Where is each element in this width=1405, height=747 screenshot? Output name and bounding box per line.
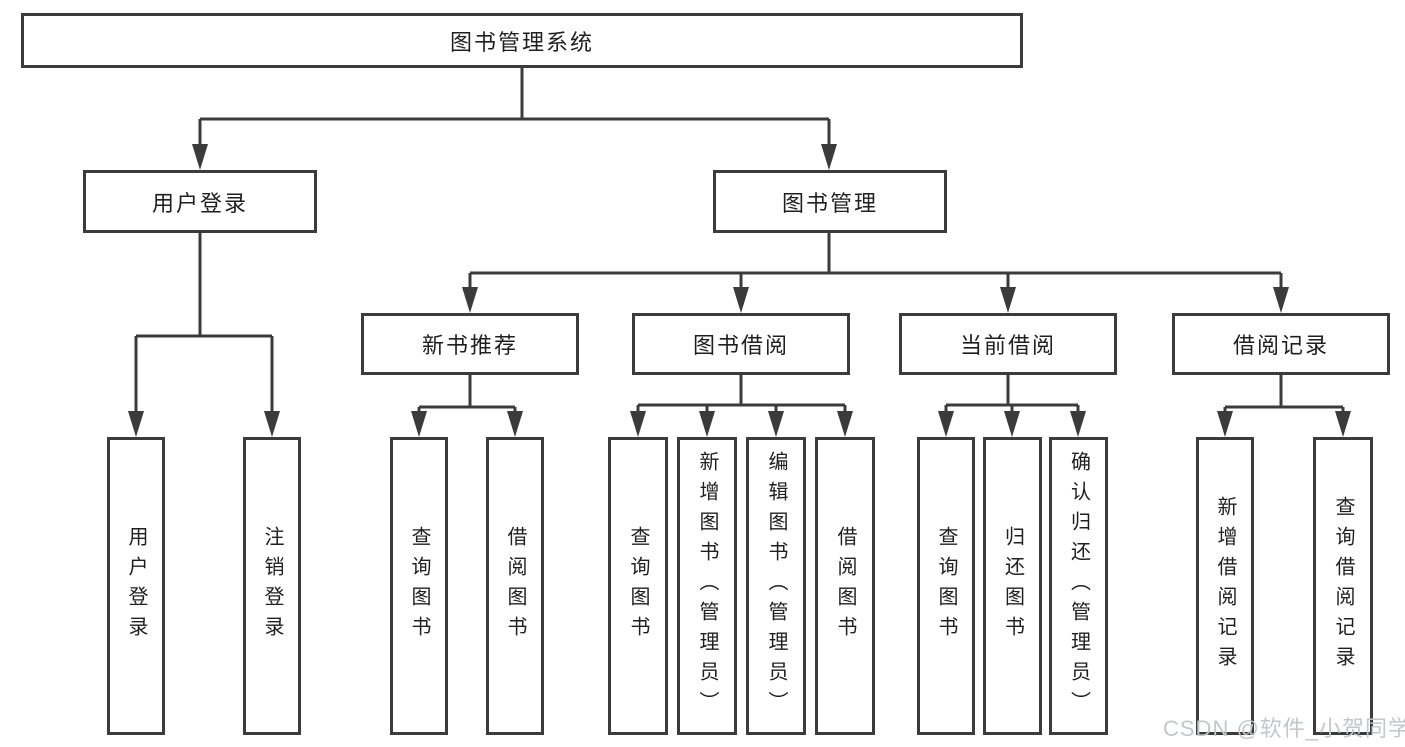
arrowhead-icon [507, 411, 523, 437]
node-new-book-recommendation: 新书推荐 [361, 313, 579, 375]
node-label: 用户登录 [125, 526, 147, 646]
arrowhead-icon [733, 287, 749, 313]
leaf-cb-return-books: 归还图书 [983, 437, 1042, 735]
node-label: 当前借阅 [959, 333, 1056, 358]
leaf-bb-add-books-admin: 新增图书（管理员） [677, 437, 737, 735]
node-label: 图书管理系统 [449, 29, 594, 55]
arrowhead-icon [768, 411, 784, 437]
leaf-logout: 注销登录 [243, 437, 301, 735]
arrowhead-icon [1335, 411, 1351, 437]
arrowhead-icon [821, 144, 837, 170]
node-label: 查询图书 [627, 526, 649, 646]
arrowhead-icon [938, 411, 954, 437]
node-label: 查询图书 [408, 526, 430, 646]
arrowhead-icon [1000, 287, 1016, 313]
arrowhead-icon [411, 411, 427, 437]
leaf-nbr-borrow-books: 借阅图书 [486, 437, 544, 735]
node-label: 借阅图书 [504, 526, 526, 646]
arrowhead-icon [1004, 411, 1020, 437]
node-label: 新增图书（管理员） [696, 451, 718, 721]
leaf-bb-edit-books-admin: 编辑图书（管理员） [746, 437, 806, 735]
node-book-management: 图书管理 [713, 170, 947, 233]
node-library-management-system: 图书管理系统 [21, 13, 1023, 68]
leaf-cb-confirm-return-admin: 确认归还（管理员） [1049, 437, 1108, 735]
node-label: 图书借阅 [692, 333, 789, 358]
arrowhead-icon [699, 411, 715, 437]
node-label: 用户登录 [151, 190, 248, 216]
leaf-nbr-query-books: 查询图书 [390, 437, 448, 735]
node-label: 新书推荐 [421, 333, 518, 358]
leaf-bb-borrow-books: 借阅图书 [815, 437, 875, 735]
leaf-cb-query-books: 查询图书 [917, 437, 975, 735]
node-label: 确认归还（管理员） [1067, 451, 1090, 721]
arrowhead-icon [630, 411, 646, 437]
node-label: 借阅图书 [834, 526, 856, 646]
node-label: 查询图书 [935, 526, 957, 646]
arrowhead-icon [462, 287, 478, 313]
watermark-text: CSDN @软件_小贺同学 [1163, 716, 1405, 741]
node-label: 注销登录 [261, 526, 283, 646]
arrowhead-icon [1273, 287, 1289, 313]
arrowhead-icon [192, 144, 208, 170]
leaf-br-query-borrow-record: 查询借阅记录 [1313, 437, 1373, 735]
leaf-br-add-borrow-record: 新增借阅记录 [1196, 437, 1254, 735]
arrowhead-icon [1070, 411, 1086, 437]
node-label: 图书管理 [781, 190, 878, 216]
node-label: 查询借阅记录 [1332, 496, 1354, 676]
node-user-login: 用户登录 [83, 170, 317, 233]
node-borrowing-records: 借阅记录 [1172, 313, 1390, 375]
node-label: 新增借阅记录 [1214, 496, 1236, 676]
arrowhead-icon [1217, 411, 1233, 437]
arrowheads [128, 144, 1351, 437]
node-current-borrowing: 当前借阅 [899, 313, 1117, 375]
arrowhead-icon [128, 411, 144, 437]
node-label: 归还图书 [1001, 526, 1024, 646]
leaf-user-login: 用户登录 [107, 437, 165, 735]
arrowhead-icon [264, 411, 280, 437]
leaf-bb-query-books: 查询图书 [608, 437, 668, 735]
arrowhead-icon [837, 411, 853, 437]
node-book-borrowing: 图书借阅 [632, 313, 850, 375]
node-label: 编辑图书（管理员） [765, 451, 787, 721]
node-label: 借阅记录 [1232, 333, 1329, 358]
